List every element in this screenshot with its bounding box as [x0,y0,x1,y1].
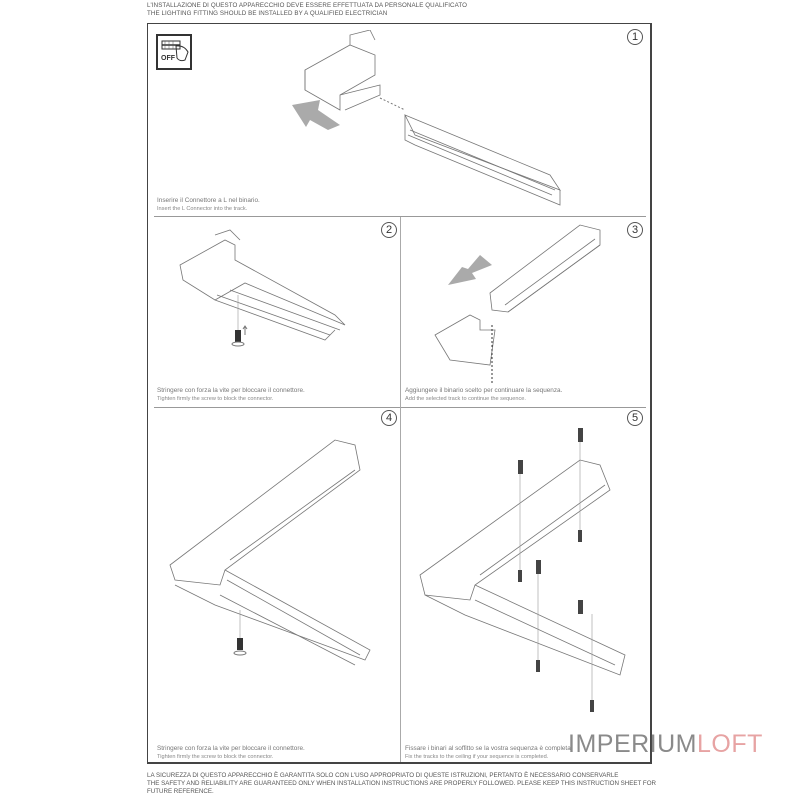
header-line-en: THE LIGHTING FITTING SHOULD BE INSTALLED… [147,10,388,17]
step-5-illustration [419,428,626,712]
step-2-number: 2 [381,222,397,238]
caption-en: Fix the tracks to the ceiling if your se… [405,754,549,760]
step-3-caption: Aggiungere il binario scelto per continu… [405,387,562,403]
caption-it: Stringere con forza la vite per bloccare… [157,745,305,752]
footer-line-it: LA SICUREZZA DI QUESTO APPARECCHIO È GAR… [147,772,619,779]
caption-it: Fissare i binari al soffitto se la vostr… [405,745,573,752]
footer-safety-notice: LA SICUREZZA DI QUESTO APPARECCHIO È GAR… [147,772,667,796]
step-1-number: 1 [627,29,643,45]
instruction-frame [147,23,652,764]
switch-hand-icon [161,40,189,62]
step-3-illustration [434,224,601,385]
off-label: OFF [161,55,175,62]
caption-it: Aggiungere il binario scelto per continu… [405,387,563,394]
step-5-number: 5 [627,410,643,426]
power-off-icon: OFF [156,34,192,70]
caption-en: Tighten firmly the screw to block the co… [157,754,274,760]
step-5-caption: Fissare i binari al soffitto se la vostr… [405,745,573,761]
imperiumloft-watermark: IMPERIUMLOFT [568,730,763,759]
header-line-it: L'INSTALLAZIONE DI QUESTO APPARECCHIO DE… [147,2,468,9]
caption-en: Tighten firmly the screw to block the co… [157,396,274,402]
watermark-part1: IMPERIUM [568,730,697,758]
step-2-caption: Stringere con forza la vite per bloccare… [157,387,305,403]
step-3-number: 3 [627,222,643,238]
watermark-part2: LOFT [697,730,763,758]
step-2-illustration [179,229,346,347]
step-1-caption: Inserire il Connettore a L nel binario. … [157,197,260,213]
step-4-number: 4 [381,410,397,426]
caption-it: Inserire il Connettore a L nel binario. [157,197,260,204]
caption-en: Add the selected track to continue the s… [405,396,526,402]
divider-row1 [154,216,646,217]
step-4-caption: Stringere con forza la vite per bloccare… [157,745,305,761]
header-warning: L'INSTALLAZIONE DI QUESTO APPARECCHIO DE… [147,2,467,18]
step-4-illustration [169,439,371,666]
step-1-illustration [292,30,562,206]
footer-line-en: THE SAFETY AND RELIABILITY ARE GUARANTEE… [147,780,656,795]
caption-it: Stringere con forza la vite per bloccare… [157,387,305,394]
caption-en: Insert the L Connector into the track. [157,206,248,212]
divider-column [400,217,401,762]
